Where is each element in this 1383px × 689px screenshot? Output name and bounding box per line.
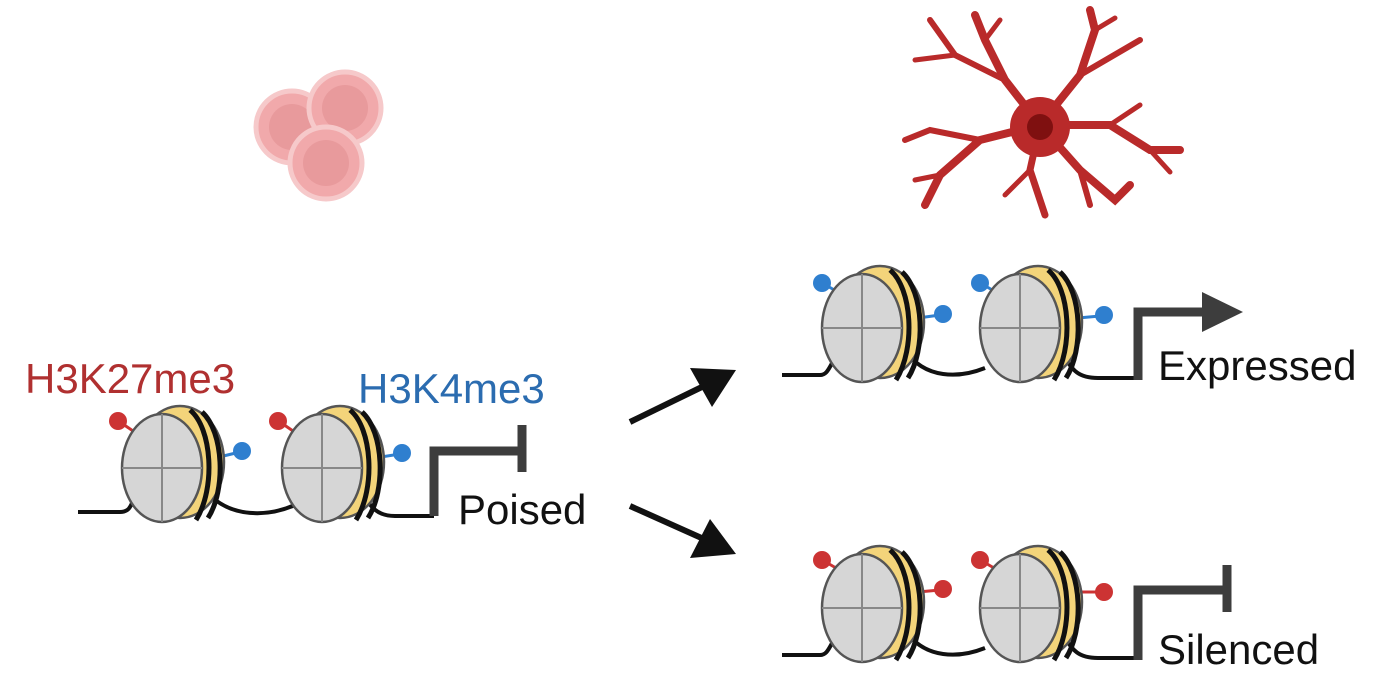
h3k27me3-label: H3K27me3 [25,355,235,402]
nucleosome-icon [980,266,1082,382]
silenced-label: Silenced [1158,626,1319,673]
blood-cells-icon [253,69,384,202]
poised-gene [78,406,527,522]
transition-arrow-icon [628,368,736,425]
marks-h3k4me3 [214,442,411,462]
nucleosome-icon [122,406,224,522]
poised-label: Poised [458,486,586,533]
promoter-block-icon [429,425,527,516]
expressed-gene [782,266,1243,382]
expressed-label: Expressed [1158,342,1356,389]
transition-arrow-icon [628,503,736,558]
neuron-icon [902,6,1184,219]
h3k4me3-label: H3K4me3 [358,365,545,412]
nucleosome-icon [282,406,384,522]
nucleosome-icon [822,266,924,382]
promoter-block-icon [1133,565,1232,660]
nucleosome-icon [822,546,924,662]
nucleosome-icon [980,546,1082,662]
promoter-arrow-icon [1133,307,1205,380]
silenced-gene [782,546,1232,662]
